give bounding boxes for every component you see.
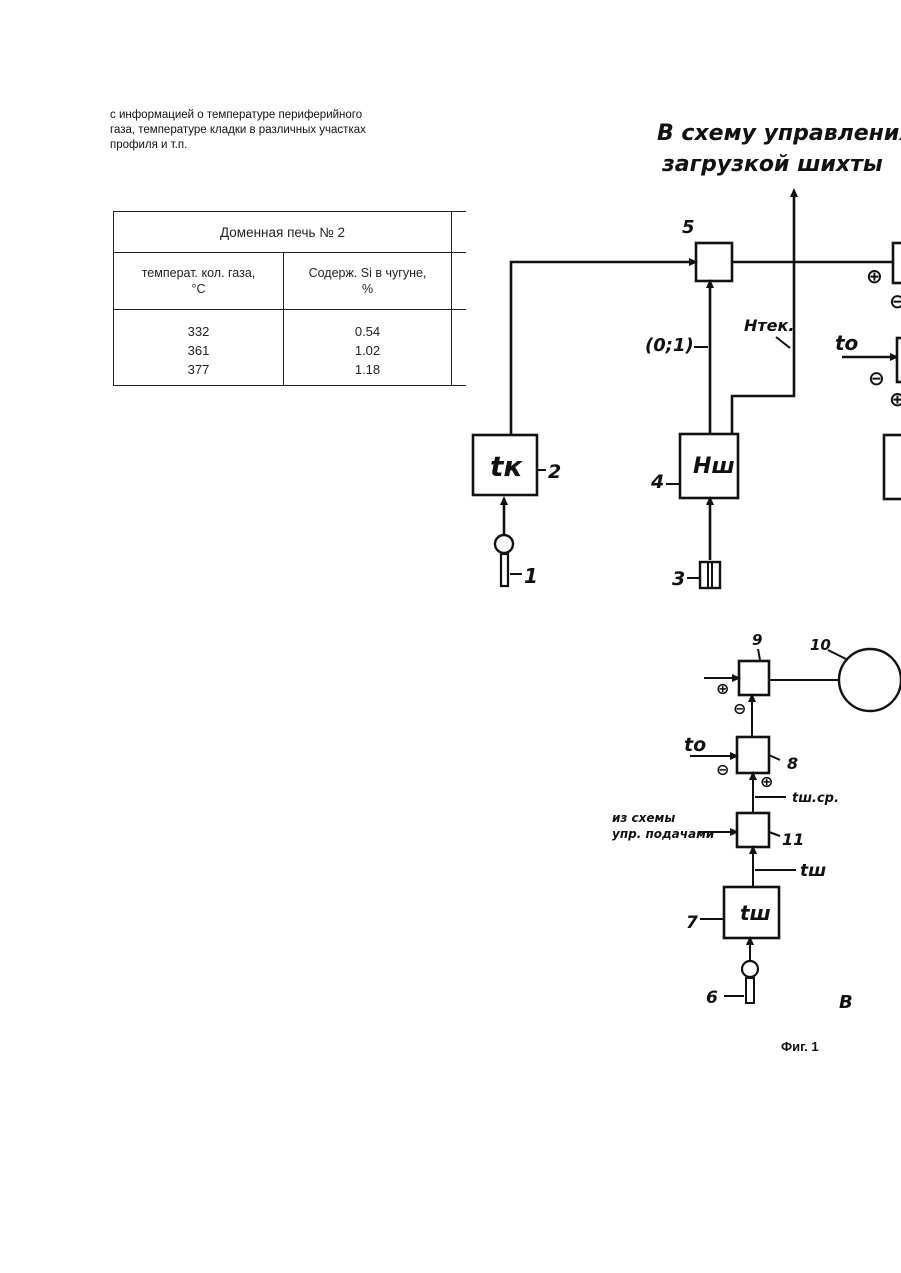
device-10: [839, 649, 901, 711]
tsh-sr-label: tш.ср.: [792, 791, 839, 806]
sensor-1-number: 1: [524, 564, 538, 588]
from-scheme-line2: упр. подачами: [612, 827, 715, 841]
block-8: [737, 737, 769, 773]
block-5-number: 5: [682, 217, 695, 238]
sensor-6-number: 6: [706, 988, 718, 1008]
tsh-label: tш: [800, 861, 826, 881]
minus-sign-to: ⊖: [868, 366, 885, 390]
plus-sign-8: ⊕: [760, 772, 773, 791]
device-10-number: 10: [810, 636, 831, 654]
block-2-label: tк: [490, 450, 523, 483]
figure-caption: Фиг. 1: [781, 1039, 819, 1054]
plus-sign: ⊕: [866, 264, 883, 288]
sensor-3: [700, 562, 720, 588]
block-8-number: 8: [787, 754, 798, 773]
block-4-number: 4: [650, 471, 664, 493]
diagram-title-line1: В схему управления: [657, 121, 901, 146]
block-9-number: 9: [752, 631, 762, 649]
block-7-number: 7: [686, 913, 698, 933]
block-11-number: 11: [782, 830, 804, 849]
diagram-letter-b: В: [839, 992, 853, 1013]
diagram-title-line2: загрузкой шихты: [661, 152, 883, 177]
plus-sign-9: ⊕: [716, 679, 729, 698]
minus-sign-9: ⊖: [733, 699, 746, 718]
plus-sign-to: ⊕: [889, 387, 901, 411]
sensor-1: [495, 535, 513, 553]
block-4-label: Нш: [693, 454, 735, 479]
from-scheme-line1: из схемы: [612, 811, 675, 825]
t0-label: tо: [684, 734, 706, 756]
block-9: [739, 661, 769, 695]
sensor-6: [742, 961, 758, 977]
signal-01-label: (0;1): [645, 335, 694, 356]
block-5: [696, 243, 732, 281]
minus-sign-8: ⊖: [716, 760, 729, 779]
to-label: tо: [835, 331, 859, 355]
sensor-3-number: 3: [672, 568, 685, 590]
block-2-number: 2: [548, 461, 561, 483]
minus-sign: ⊖: [889, 289, 901, 313]
block-7-label: tш: [740, 901, 771, 925]
block-11: [737, 813, 769, 847]
htek-label: Нтек.: [744, 316, 794, 335]
htek-signal-line: [732, 262, 794, 434]
